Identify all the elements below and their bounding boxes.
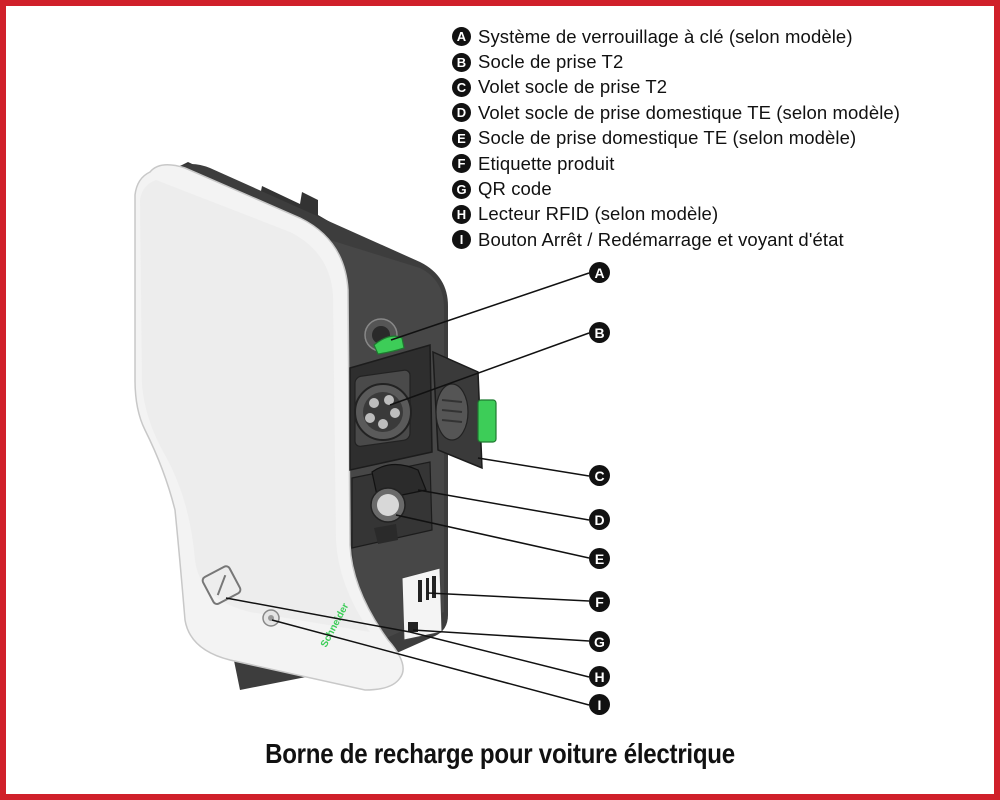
legend-text-h: Lecteur RFID (selon modèle) — [478, 203, 719, 225]
legend-item-b: B Socle de prise T2 — [452, 49, 900, 74]
legend-text-g: QR code — [478, 178, 552, 200]
callout-b: B — [589, 322, 610, 343]
legend: A Système de verrouillage à clé (selon mo… — [452, 24, 900, 253]
legend-text-c: Volet socle de prise T2 — [478, 76, 668, 98]
badge-d: D — [452, 103, 471, 123]
legend-text-e: Socle de prise domestique TE (selon modè… — [478, 127, 857, 149]
callout-a: A — [589, 262, 610, 283]
badge-a: A — [452, 27, 471, 47]
badge-f: F — [452, 154, 471, 174]
callout-d: D — [589, 509, 610, 530]
badge-h: H — [452, 204, 471, 224]
callout-i: I — [589, 694, 610, 715]
legend-text-i: Bouton Arrêt / Redémarrage et voyant d'é… — [478, 228, 844, 250]
legend-text-d: Volet socle de prise domestique TE (selo… — [478, 101, 901, 123]
callout-h: H — [589, 666, 610, 687]
flap-hinge-green — [477, 399, 497, 443]
legend-item-i: I Bouton Arrêt / Redémarrage et voyant d'… — [452, 227, 900, 252]
leader-lines — [225, 272, 590, 706]
legend-item-c: C Volet socle de prise T2 — [452, 75, 900, 100]
badge-e: E — [452, 128, 471, 148]
callout-f: F — [589, 591, 610, 612]
legend-item-e: E Socle de prise domestique TE (selon mod… — [452, 126, 900, 151]
green-key — [373, 335, 405, 355]
legend-item-h: H Lecteur RFID (selon modèle) — [452, 202, 900, 227]
badge-c: C — [452, 77, 471, 97]
callout-g: G — [589, 631, 610, 652]
legend-text-b: Socle de prise T2 — [478, 51, 624, 73]
badge-b: B — [452, 52, 471, 72]
legend-item-g: G QR code — [452, 176, 900, 201]
callout-c: C — [589, 465, 610, 486]
legend-item-f: F Etiquette produit — [452, 151, 900, 176]
badge-g: G — [452, 179, 471, 199]
legend-item-a: A Système de verrouillage à clé (selon mo… — [452, 24, 900, 49]
badge-i: I — [452, 230, 471, 250]
legend-item-d: D Volet socle de prise domestique TE (sel… — [452, 100, 900, 125]
legend-text-f: Etiquette produit — [478, 152, 615, 174]
qr-code — [408, 622, 418, 632]
caption: Borne de recharge pour voiture électriqu… — [265, 738, 735, 769]
legend-text-a: Système de verrouillage à clé (selon mod… — [478, 25, 853, 47]
callout-e: E — [589, 548, 610, 569]
